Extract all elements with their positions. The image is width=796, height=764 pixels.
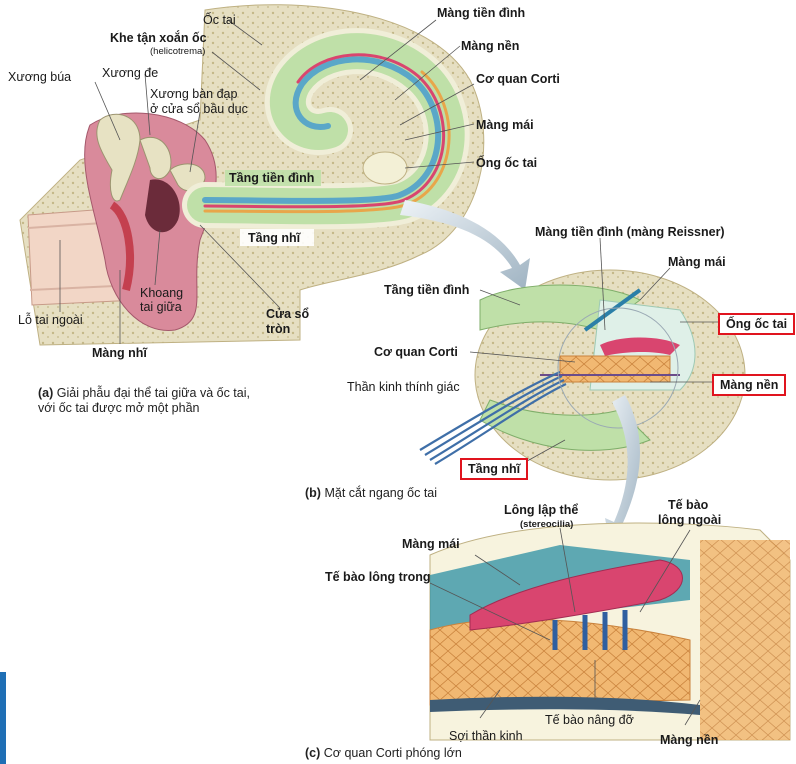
panel-a-gross-anatomy (19, 4, 485, 346)
label-mang-mai-a: Màng mái (476, 118, 534, 132)
label-te-bao-nang-do: Tế bào nâng đỡ (545, 713, 634, 727)
label-mang-mai-b: Màng mái (668, 255, 726, 269)
label-cua-so-1: Cửa sổ (266, 307, 310, 321)
label-khe-tan-xoan-oc: Khe tận xoắn ốc (110, 31, 207, 45)
label-te-bao-long-ngoai-2: lông ngoài (658, 513, 722, 527)
label-mang-nen-a: Màng nền (461, 39, 520, 53)
label-xuong-ban-dap-1: Xương bàn đạp (150, 87, 238, 101)
label-stereocilia: (stereocilia) (520, 519, 574, 530)
label-te-bao-long-ngoai-1: Tế bào (668, 498, 709, 512)
label-than-kinh-thinh-giac: Thần kinh thính giác (347, 380, 460, 394)
label-tang-tien-dinh-a: Tầng tiền đình (229, 171, 315, 185)
label-helicotrema: (helicotrema) (150, 46, 206, 57)
label-cua-so-2: tròn (266, 322, 291, 336)
arrow-a-to-b (400, 200, 530, 290)
label-ong-oc-tai-a: Ống ốc tai (476, 156, 538, 170)
caption-c: (c) Cơ quan Corti phóng lớn (305, 746, 462, 760)
label-xuong-ban-dap-2: ở cửa sổ bầu dục (150, 102, 248, 116)
label-xuong-bua: Xương búa (8, 70, 72, 84)
label-te-bao-long-trong: Tế bào lông trong (325, 570, 431, 584)
label-tang-nhi-a: Tầng nhĩ (248, 231, 301, 245)
caption-a: (a) Giải phẫu đại thể tai giữa và ốc tai… (38, 386, 250, 415)
label-co-quan-corti-b: Cơ quan Corti (374, 345, 458, 359)
label-mang-nen-c: Màng nền (660, 733, 719, 747)
side-accent-bar (0, 672, 6, 764)
label-co-quan-corti-a: Cơ quan Corti (476, 72, 560, 86)
label-lo-tai-ngoai: Lỗ tai ngoài (18, 313, 83, 327)
label-long-lap-the: Lông lập thể (504, 503, 579, 517)
label-tang-tien-dinh-b: Tầng tiền đình (384, 283, 470, 297)
label-oc-tai: Ốc tai (203, 13, 236, 27)
caption-b: (b) Mặt cắt ngang ốc tai (305, 486, 438, 500)
label-mang-nhi: Màng nhĩ (92, 346, 147, 360)
label-mang-tien-dinh-reissner: Màng tiền đình (màng Reissner) (535, 225, 725, 239)
label-xuong-de: Xương đe (102, 66, 159, 80)
label-khoang-1: Khoang (140, 286, 184, 300)
label-khoang-2: tai giữa (140, 300, 182, 314)
label-ong-oc-tai-b-highlighted: Ống ốc tai (718, 313, 796, 335)
label-mang-nen-b-highlighted: Màng nền (712, 374, 787, 396)
label-tang-nhi-b-highlighted: Tầng nhĩ (460, 458, 529, 480)
label-soi-than-kinh: Sợi thần kinh (449, 729, 523, 743)
label-mang-tien-dinh: Màng tiền đình (437, 6, 526, 20)
panel-b-cross-section (419, 237, 746, 481)
panel-c-organ-of-corti (429, 522, 791, 741)
arrow-b-to-c (605, 395, 640, 545)
label-mang-mai-c: Màng mái (402, 537, 460, 551)
